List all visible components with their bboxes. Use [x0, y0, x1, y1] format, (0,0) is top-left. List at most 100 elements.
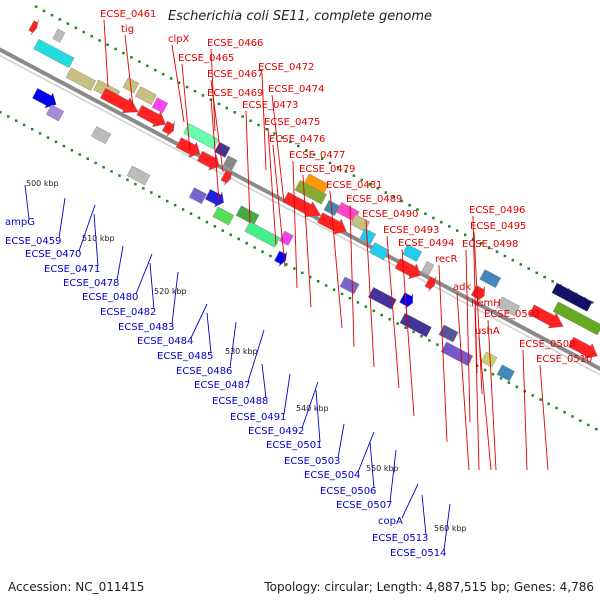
forward-gene-label[interactable]: ECSE_0474	[268, 84, 324, 95]
forward-gene-label[interactable]: ECSE_0495	[470, 221, 526, 232]
forward-gene-label[interactable]: tig	[121, 24, 134, 35]
gene-feature[interactable]	[496, 364, 515, 382]
gene-feature[interactable]	[46, 104, 65, 122]
reverse-gene-label[interactable]: ECSE_0513	[372, 533, 428, 544]
gene-feature[interactable]	[65, 67, 97, 91]
gene-feature[interactable]	[479, 269, 502, 288]
reverse-gene-label[interactable]: ECSE_0492	[248, 426, 304, 437]
gene-feature[interactable]	[235, 205, 260, 226]
gene-feature[interactable]	[294, 180, 327, 205]
reverse-gene-label[interactable]: ECSE_0503	[284, 456, 340, 467]
gene-feature[interactable]	[480, 351, 498, 368]
gene-feature[interactable]	[161, 120, 175, 137]
gene-feature[interactable]	[317, 212, 347, 235]
reverse-gene-label[interactable]: ECSE_0504	[304, 470, 360, 481]
gene-feature[interactable]	[151, 97, 169, 114]
gene-feature[interactable]	[212, 206, 235, 226]
forward-gene-label[interactable]: ECSE_0490	[362, 209, 418, 220]
forward-gene-label[interactable]: hemH	[471, 298, 501, 309]
gene-feature[interactable]	[135, 86, 157, 105]
forward-gene-label[interactable]: ECSE_0466	[207, 38, 263, 49]
reverse-gene-label[interactable]: ECSE_0485	[157, 351, 213, 362]
gene-feature[interactable]	[568, 336, 598, 359]
gene-feature[interactable]	[33, 38, 75, 68]
gene-feature[interactable]	[528, 304, 564, 329]
reverse-gene-label[interactable]: ECSE_0482	[100, 307, 156, 318]
gene-feature[interactable]	[359, 228, 376, 245]
forward-gene-label[interactable]: ECSE_0461	[100, 9, 156, 20]
gene-feature[interactable]	[369, 242, 389, 261]
forward-gene-label[interactable]: ECSE_0465	[178, 53, 234, 64]
reverse-gene-label[interactable]: copA	[378, 516, 403, 527]
gene-feature[interactable]	[438, 324, 459, 343]
gene-feature[interactable]	[214, 141, 231, 158]
forward-gene-label[interactable]: ECSE_0489	[346, 194, 402, 205]
forward-gene-label[interactable]: ECSE_0476	[269, 134, 325, 145]
forward-gene-label[interactable]: recR	[435, 254, 458, 265]
gene-feature[interactable]	[399, 312, 432, 338]
forward-gene-label[interactable]: ECSE_0494	[398, 238, 454, 249]
gene-feature[interactable]	[424, 276, 437, 292]
gene-feature[interactable]	[188, 187, 207, 205]
tick-dot	[384, 191, 387, 194]
gene-feature[interactable]	[551, 282, 593, 312]
reverse-gene-label[interactable]: ECSE_0470	[25, 249, 81, 260]
gene-feature[interactable]	[244, 221, 281, 248]
forward-gene-label[interactable]: clpX	[168, 34, 190, 45]
gene-feature[interactable]	[421, 261, 435, 276]
reverse-gene-label[interactable]: ECSE_0471	[44, 264, 100, 275]
forward-gene-label[interactable]: ECSE_0477	[289, 150, 345, 161]
reverse-gene-label[interactable]: ECSE_0487	[194, 380, 250, 391]
reverse-gene-label[interactable]: ECSE_0488	[212, 396, 268, 407]
forward-gene-label[interactable]: ECSE_0508	[519, 339, 575, 350]
reverse-gene-label[interactable]: ECSE_0507	[336, 500, 392, 511]
gene-feature[interactable]	[136, 105, 166, 128]
forward-gene-label[interactable]: ECSE_0496	[469, 205, 525, 216]
gene-feature[interactable]	[552, 301, 600, 336]
forward-gene-label[interactable]: ushA	[475, 326, 500, 337]
gene-feature[interactable]	[183, 123, 220, 150]
reverse-gene-label[interactable]: ECSE_0478	[63, 278, 119, 289]
gene-feature[interactable]	[222, 155, 238, 171]
gene-feature[interactable]	[496, 296, 520, 317]
forward-gene-label[interactable]: ECSE_0473	[242, 100, 298, 111]
reverse-gene-label[interactable]: ampG	[5, 217, 35, 228]
gene-feature[interactable]	[28, 19, 39, 36]
reverse-gene-label[interactable]: ECSE_0514	[390, 548, 446, 559]
gene-feature[interactable]	[91, 126, 111, 144]
reverse-gene-label[interactable]: ECSE_0506	[320, 486, 376, 497]
gene-feature[interactable]	[32, 88, 57, 109]
forward-gene-label[interactable]: ECSE_0493	[383, 225, 439, 236]
gene-feature[interactable]	[402, 244, 423, 262]
forward-gene-label[interactable]: ECSE_0510	[536, 354, 592, 365]
reverse-gene-label[interactable]: ECSE_0459	[5, 236, 61, 247]
gene-feature[interactable]	[220, 170, 233, 186]
gene-feature[interactable]	[126, 165, 151, 186]
reverse-gene-label[interactable]: ECSE_0486	[176, 366, 232, 377]
forward-gene-label[interactable]: ECSE_0481	[326, 180, 382, 191]
gene-feature[interactable]	[339, 276, 360, 295]
reverse-gene-label[interactable]: ECSE_0501	[266, 440, 322, 451]
forward-gene-label[interactable]: adk	[453, 282, 471, 293]
forward-gene-label[interactable]: ECSE_0498	[462, 239, 518, 250]
tick-dot	[356, 301, 360, 304]
gene-feature[interactable]	[52, 28, 66, 43]
reverse-gene-label[interactable]: ECSE_0491	[230, 412, 286, 423]
forward-gene-label[interactable]: ECSE_0502	[484, 309, 540, 320]
gene-feature[interactable]	[394, 258, 421, 280]
gene-feature[interactable]	[204, 189, 224, 208]
gene-feature[interactable]	[175, 137, 201, 158]
reverse-gene-label[interactable]: ECSE_0480	[82, 292, 138, 303]
forward-gene-label[interactable]: ECSE_0467	[207, 69, 263, 80]
reverse-gene-label[interactable]: ECSE_0483	[118, 322, 174, 333]
gene-feature[interactable]	[100, 88, 139, 114]
forward-gene-label[interactable]: ECSE_0472	[258, 62, 314, 73]
gene-feature[interactable]	[399, 292, 414, 309]
forward-gene-label[interactable]: ECSE_0479	[299, 164, 355, 175]
forward-gene-label[interactable]: ECSE_0475	[264, 117, 320, 128]
reverse-gene-label[interactable]: ECSE_0484	[137, 336, 193, 347]
forward-gene-label[interactable]: ECSE_0469	[207, 88, 263, 99]
tick-dot	[471, 237, 475, 241]
gene-feature[interactable]	[282, 191, 322, 217]
